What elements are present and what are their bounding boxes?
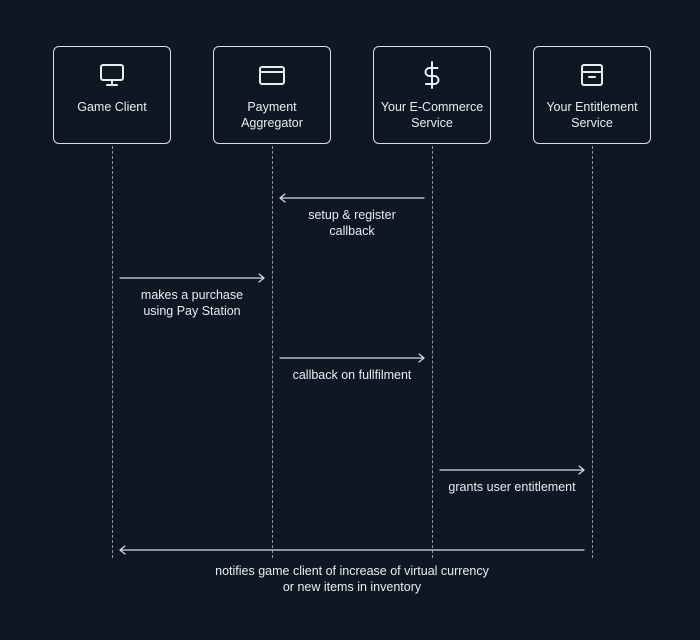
message-label-grants-entitlement: grants user entitlement xyxy=(448,480,576,494)
actor-label: Payment Aggregator xyxy=(241,100,303,130)
message-label-makes-purchase: makes a purchase using Pay Station xyxy=(140,288,244,318)
actor-label: Your E-Commerce Service xyxy=(380,100,484,130)
message-label-setup-register: setup & register callback xyxy=(308,208,396,238)
message-label-callback-fulfilment: callback on fullfilment xyxy=(292,368,412,382)
arrow-setup-register-callback xyxy=(279,193,425,203)
arrow-grants-entitlement xyxy=(439,465,585,475)
actor-label: Game Client xyxy=(77,100,147,114)
arrow-callback-fulfilment xyxy=(279,353,425,363)
actor-payment-aggregator: Payment Aggregator xyxy=(213,46,331,144)
actor-entitlement-service: Your Entitlement Service xyxy=(533,46,651,144)
lifeline-payment-aggregator xyxy=(272,146,273,558)
archive-box-icon xyxy=(581,64,603,86)
dollar-sign-icon xyxy=(424,61,440,89)
lifeline-entitlement-service xyxy=(592,146,593,558)
actor-game-client: Game Client xyxy=(53,46,171,144)
credit-card-icon xyxy=(259,66,285,85)
actor-ecommerce-service: Your E-Commerce Service xyxy=(373,46,491,144)
lifeline-ecommerce-service xyxy=(432,146,433,558)
lifeline-game-client xyxy=(112,146,113,558)
message-label-notifies-game-client: notifies game client of increase of virt… xyxy=(215,564,489,594)
arrow-notifies-game-client xyxy=(119,545,585,555)
monitor-icon xyxy=(100,64,124,86)
arrow-makes-purchase xyxy=(119,273,265,283)
actor-label: Your Entitlement Service xyxy=(546,100,638,130)
